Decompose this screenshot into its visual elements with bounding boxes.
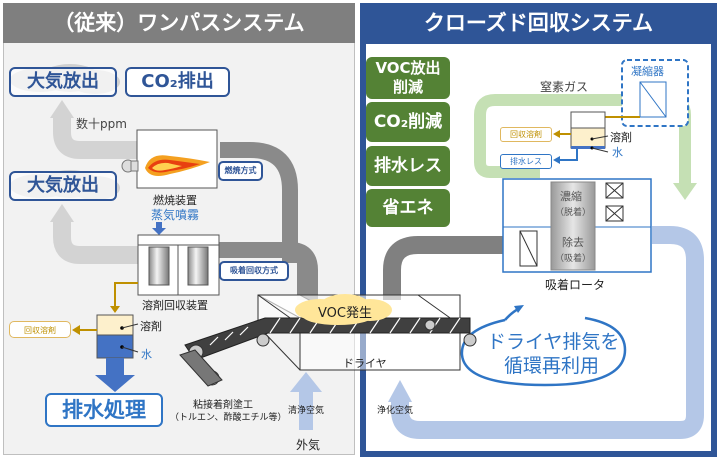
- recycle-loop: [460, 316, 627, 387]
- separation-tank-water: [96, 334, 134, 359]
- clean-air-label: 清浄空気: [288, 406, 325, 416]
- outside-air-label: 外気: [296, 438, 321, 452]
- recovered-solvent-badge-right: 回収溶剤: [500, 127, 552, 142]
- nitrogen-gas-label: 窒素ガス: [540, 80, 589, 94]
- arrow-left-icon: [553, 156, 560, 164]
- tank-water-label: 水: [141, 348, 152, 361]
- adsorption-rotor-label: 吸着ロータ: [545, 278, 606, 292]
- adsorber-cylinder: [148, 246, 170, 286]
- adsorber-cylinder: [187, 246, 209, 286]
- purified-air-label: 浄化空気: [377, 406, 414, 416]
- rotor-adsorb-label: （吸着）: [555, 254, 592, 264]
- coating-process-label: 粘接着剤塗工: [193, 400, 253, 411]
- voc-cloud-icon: [295, 294, 392, 325]
- benefit-energy-saving: 省エネ: [366, 189, 450, 227]
- separation-tank-solvent: [96, 314, 134, 336]
- recovered-solvent-badge: 回収溶剤: [9, 321, 71, 338]
- recycle-text-line1: ドライヤ排気を: [487, 331, 620, 353]
- combustion-method-badge: 燃焼方式: [218, 161, 263, 181]
- duct-to-air-mid: [53, 220, 145, 264]
- arrow-up-icon: [50, 100, 74, 118]
- flame-icon: [145, 155, 210, 176]
- arrow-left-icon: [553, 130, 560, 138]
- steam-spray-label: 蒸気噴霧: [151, 208, 200, 222]
- arrow-down-icon: [95, 358, 135, 392]
- solvent-recovery-label: 溶剤回収装置: [142, 299, 208, 312]
- air-release-badge-2: 大気放出: [9, 171, 117, 201]
- no-wastewater-badge-right: 排水レス: [500, 154, 552, 169]
- benefit-voc-reduction: VOC放出 削減: [366, 57, 450, 99]
- rotor-remove-label: 除去: [562, 236, 584, 249]
- purified-air-loop: [391, 226, 704, 439]
- tank-solvent-label-right: 溶剤: [610, 131, 632, 144]
- right-panel-title: クローズド回収システム: [423, 11, 654, 35]
- coating-examples-label: （トルエン、酢酸エチル等）: [170, 413, 287, 423]
- exhaust-duct-dark: [383, 236, 505, 300]
- combustion-device-label: 燃焼装置: [153, 194, 197, 207]
- arrow-down-icon: [110, 306, 120, 313]
- exhaust-duct-light: [53, 115, 155, 264]
- tank-water-label-right: 水: [612, 146, 623, 159]
- duct-to-air-top: [53, 115, 155, 159]
- tank-solvent-label: 溶剤: [140, 320, 162, 333]
- solvent-line: [114, 282, 138, 308]
- condenser-label: 凝縮器: [631, 65, 664, 78]
- benefit-co2-reduction: CO₂削減: [366, 102, 450, 142]
- rotor-desorb-label: （脱着）: [555, 208, 592, 218]
- concentration-label: 数十ppm: [76, 117, 127, 131]
- benefit-no-wastewater: 排水レス: [366, 146, 450, 186]
- arrow-up-icon: [290, 372, 322, 430]
- arrow-up-icon: [50, 204, 74, 222]
- arrow-down-icon: [152, 222, 166, 235]
- arrow-icon: [514, 305, 524, 313]
- co2-emission-badge: CO₂排出: [125, 67, 230, 97]
- voc-generation-label: VOC発生: [318, 306, 372, 321]
- left-panel-title: （従来）ワンパスシステム: [3, 3, 355, 43]
- adsorption-method-badge: 吸着回収方式: [219, 261, 289, 281]
- dryer-label: ドライヤ: [343, 357, 387, 370]
- rotor-core: [550, 181, 596, 271]
- separation-tank-water: [571, 146, 605, 149]
- arrow-up-icon: [388, 380, 412, 402]
- wastewater-badge: 排水処理: [45, 393, 163, 427]
- arrow-down-icon: [673, 183, 697, 200]
- exhaust-duct-dark-2: [215, 242, 318, 300]
- arrow-left-icon: [72, 325, 80, 335]
- recycle-text-line2: 循環再利用: [504, 355, 600, 377]
- air-release-badge: 大気放出: [9, 67, 117, 97]
- conveyor-belt: [179, 317, 477, 387]
- rotor-concentrate-label: 濃縮: [560, 190, 582, 203]
